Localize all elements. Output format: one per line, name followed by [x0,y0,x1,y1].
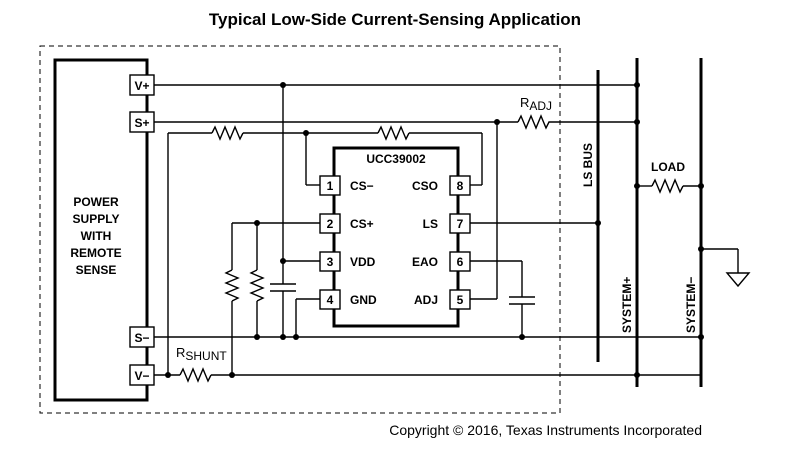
terminal-v-minus-label: V− [134,369,149,383]
ground-icon [725,272,751,288]
pin-1-box [319,175,341,196]
power-supply: POWER SUPPLY WITH REMOTE SENSE V+ S+ S− … [53,58,155,402]
rshunt-label-main: R [176,345,185,360]
terminal-s-minus-label: S− [134,331,149,345]
ic-ucc39002: UCC39002 1 CS− 2 CS+ 3 VDD 4 GND 8 CSO 7… [319,146,471,328]
resistor-feedback-right [377,125,410,141]
power-supply-label-4: REMOTE [70,246,121,260]
junction-dots [165,82,704,378]
resistor-load [651,178,684,194]
system-minus-label: SYSTEM− [684,277,698,333]
terminal-v-plus-label: V+ [134,79,149,93]
wires [154,84,751,383]
terminal-s-plus-label: S+ [134,116,149,130]
pin-5-name: ADJ [414,293,438,307]
rshunt-label-sub: SHUNT [185,349,227,363]
pin-8-number: 8 [457,179,464,193]
pin-4-name: GND [350,293,377,307]
diagram-title: Typical Low-Side Current-Sensing Applica… [209,10,581,29]
pin-6-number: 6 [457,255,464,269]
pin-5-box [449,289,471,310]
pin-8-name: CSO [412,179,438,193]
pin-2-number: 2 [327,217,334,231]
ic-name: UCC39002 [366,152,426,166]
power-supply-label-2: SUPPLY [73,212,120,226]
pin-6-name: EAO [412,255,438,269]
power-supply-label-3: WITH [81,229,112,243]
resistor-feedback-left [211,125,244,141]
radj-label: RADJ [520,95,552,113]
system-plus-label: SYSTEM+ [620,277,634,333]
power-supply-box [53,58,149,402]
pin-8-box [449,175,471,196]
pin-5-number: 5 [457,293,464,307]
pin-7-box [449,213,471,234]
power-supply-label-1: POWER [73,195,119,209]
resistor-filter-left [224,269,240,302]
copyright-text: Copyright © 2016, Texas Instruments Inco… [389,422,702,438]
module-boundary [39,45,561,414]
resistor-radj [517,114,552,130]
pin-6-box [449,251,471,272]
rshunt-label: RSHUNT [176,345,227,363]
pin-4-box [319,289,341,310]
pin-7-name: LS [423,217,438,231]
resistor-filter-right [249,269,265,302]
power-supply-label-5: SENSE [76,263,117,277]
ic-body [332,146,460,328]
radj-label-main: R [520,95,529,110]
pin-1-number: 1 [327,179,334,193]
pin-3-number: 3 [327,255,334,269]
pin-2-box [319,213,341,234]
ls-bus-label: LS BUS [581,143,595,187]
radj-label-sub: ADJ [529,99,552,113]
pin-7-number: 7 [457,217,464,231]
pin-3-box [319,251,341,272]
pin-2-name: CS+ [350,217,374,231]
resistor-rshunt [179,367,212,383]
pin-4-number: 4 [327,293,334,307]
pin-3-name: VDD [350,255,376,269]
load-label: LOAD [651,160,685,174]
pin-1-name: CS− [350,179,374,193]
